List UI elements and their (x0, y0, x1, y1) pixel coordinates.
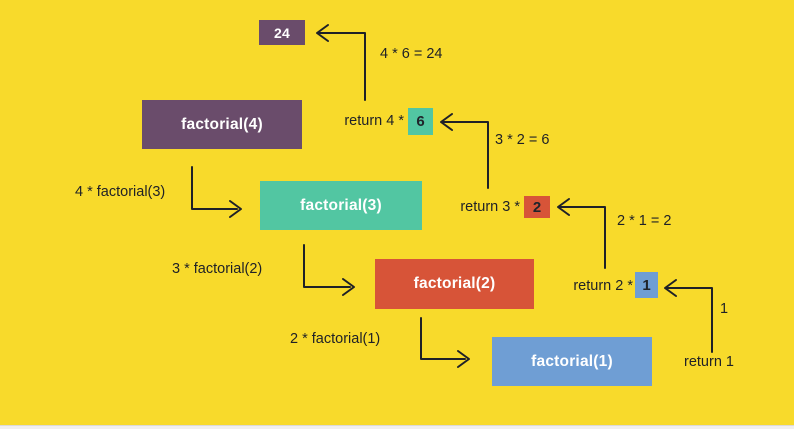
label-return-4-times: return 4 * (344, 113, 404, 129)
arrow-call-factorial-2 (303, 244, 355, 296)
factorial-3-box: factorial(3) (260, 181, 422, 230)
arrow-return-to-24 (316, 24, 366, 101)
arrow-call-factorial-1 (420, 317, 470, 368)
label-calc-2-times-1: 2 * 1 = 2 (617, 213, 672, 229)
label-return-2-times: return 2 * (573, 278, 633, 294)
factorial-4-box: factorial(4) (142, 100, 302, 149)
label-call-2-times-factorial-1: 2 * factorial(1) (290, 331, 381, 347)
label-call-3-times-factorial-2: 3 * factorial(2) (172, 261, 263, 277)
return-value-6-chip: 6 (408, 108, 433, 135)
label-call-4-times-factorial-3: 4 * factorial(3) (75, 184, 166, 200)
label-return-3-times: return 3 * (460, 199, 520, 215)
factorial-1-box: factorial(1) (492, 337, 652, 386)
arrow-return-to-6 (440, 113, 489, 189)
bottom-edge-strip (0, 425, 794, 429)
label-calc-3-times-2: 3 * 2 = 6 (495, 132, 550, 148)
label-return-1: return 1 (684, 354, 734, 370)
arrow-return-to-1 (664, 279, 713, 353)
factorial-2-box: factorial(2) (375, 259, 534, 309)
arrow-call-factorial-3 (191, 166, 242, 218)
return-value-1-chip: 1 (635, 272, 658, 298)
return-value-2-chip: 2 (524, 196, 550, 218)
result-value-box: 24 (259, 20, 305, 45)
arrow-return-to-2 (557, 198, 606, 269)
label-calc-4-times-6: 4 * 6 = 24 (380, 46, 443, 62)
label-value-1: 1 (719, 301, 729, 317)
